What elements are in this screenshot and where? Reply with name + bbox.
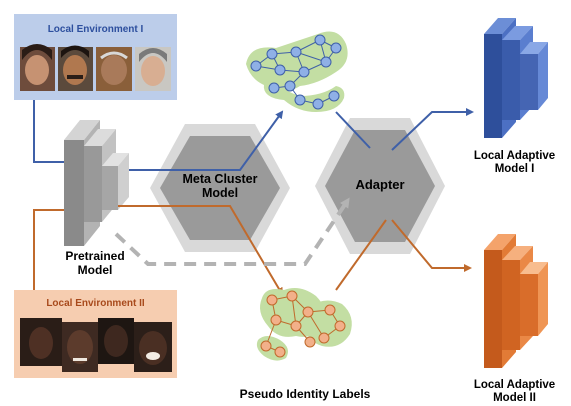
adapter-hexagon	[315, 118, 445, 254]
blue-arrow-to-graph	[129, 110, 284, 171]
local-model-1-network-layers-icon	[484, 18, 548, 138]
adapter-to-model1-arrow	[391, 108, 474, 151]
cluster-graph-icon-blue	[246, 31, 348, 112]
local-model-1-line2: Model I	[494, 163, 535, 176]
face-photo-icon	[96, 47, 132, 91]
env1-title: Local Environment I	[47, 24, 144, 35]
local-model-2-network-layers-icon	[484, 234, 548, 368]
meta-cluster-line2: Model	[201, 186, 239, 201]
local-model-2-line2: Model II	[493, 392, 536, 405]
pretrained-label-line2: Model	[77, 262, 113, 277]
face-photo-icon	[62, 322, 98, 372]
meta-cluster-line1: Meta Cluster	[182, 172, 258, 186]
face-photo-icon	[20, 318, 62, 366]
pretrained-label-line1: Pretrained	[65, 249, 125, 263]
face-photo-icon	[58, 45, 93, 91]
meta-cluster-label: Meta Cluster Model	[160, 172, 280, 201]
local-model-2-label: Local Adaptive Model II	[458, 379, 571, 405]
adapter-to-model2-arrow	[391, 219, 472, 272]
local-model-2-line1: Local Adaptive	[473, 379, 556, 391]
pretrained-model-network-layers-icon	[64, 120, 129, 246]
adapter-label: Adapter	[355, 177, 405, 192]
face-photo-icon	[134, 322, 172, 372]
face-photo-icon	[98, 318, 134, 364]
dashed-arrow-to-adapter	[114, 197, 350, 266]
env2-title: Local Environment II	[46, 298, 145, 309]
face-photo-icon	[135, 47, 171, 91]
env2-connector	[33, 209, 66, 290]
meta-cluster-model-hexagon	[150, 124, 290, 252]
pretrained-model-label: Pretrained Model	[40, 249, 150, 278]
graph2-to-adapter	[335, 219, 387, 291]
face-photo-icon	[20, 44, 55, 91]
local-model-1-line1: Local Adaptive	[473, 150, 556, 162]
pseudo-identity-labels-caption: Pseudo Identity Labels	[239, 387, 371, 401]
env1-connector	[33, 100, 66, 163]
local-environment-2-panel	[14, 290, 177, 378]
local-model-1-label: Local Adaptive Model I	[458, 150, 571, 176]
cluster-graph-icon-orange	[256, 288, 352, 361]
graph1-to-adapter	[335, 111, 371, 149]
local-environment-1-panel	[14, 14, 177, 100]
